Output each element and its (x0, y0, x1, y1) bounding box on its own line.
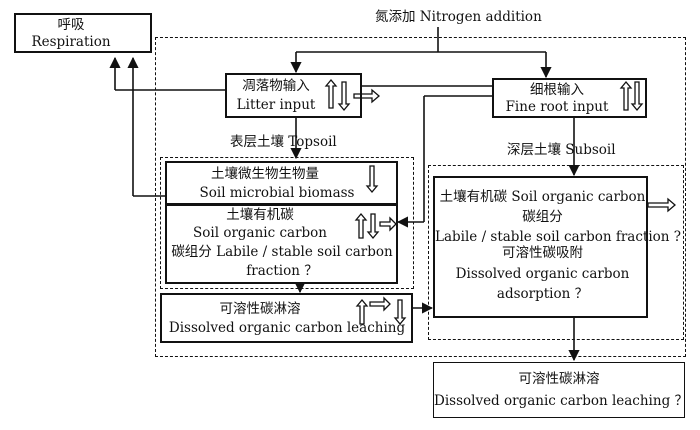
up-arrow-icon (354, 212, 368, 239)
subsoil-boundary (428, 165, 684, 340)
respiration-box: 呼吸 Respiration (14, 13, 152, 53)
right-arrow-icon (353, 88, 380, 104)
litter-input-en: Litter input (236, 97, 316, 113)
fine-root-input-box: 细根输入 Fine root input (492, 78, 647, 118)
subsoil-doc-adsorption-en: Dissolved organic carbon (455, 266, 630, 282)
litter-input-zh: 凋落物输入 (242, 78, 310, 94)
topsoil-soc-zh: 土壤有机碳 (226, 207, 294, 223)
up-arrow-icon (355, 298, 369, 325)
down-arrow-icon (393, 299, 407, 326)
topsoil-fraction-question: fraction ？ (246, 263, 318, 279)
topsoil-label: 表层土壤 Topsoil (230, 134, 337, 150)
microbial-biomass-box: 土壤微生物生物量 Soil microbial biomass (165, 161, 398, 205)
subsoil-carbon-fraction-en: Labile / stable soil carbon fraction ? (435, 229, 682, 245)
topsoil-boundary (160, 157, 414, 289)
litter-input-box: 凋落物输入 Litter input (225, 73, 362, 118)
topsoil-leaching-box: 可溶性碳淋溶 Dissolved organic carbon leaching (160, 293, 413, 343)
microbial-biomass-zh: 土壤微生物生物量 (211, 166, 319, 182)
nitrogen-treatment-boundary (155, 37, 686, 357)
subsoil-doc-adsorption-zh: 可溶性碳吸附 (502, 245, 583, 261)
subsoil-soc-box: 土壤有机碳 Soil organic carbon 碳组分 Labile / s… (433, 176, 681, 318)
subsoil-leaching-zh: 可溶性碳淋溶 (518, 371, 600, 387)
fine-root-input-en: Fine root input (505, 99, 609, 115)
topsoil-soc-en: Soil organic carbon (193, 225, 327, 241)
fine-root-input-zh: 细根输入 (530, 82, 584, 98)
nitrogen-addition-label: 氮添加 Nitrogen addition (375, 9, 542, 25)
down-arrow-icon (630, 81, 644, 112)
right-arrow-icon (369, 296, 391, 312)
subsoil-adsorption-question: adsorption ？ (496, 286, 589, 302)
subsoil-label: 深层土壤 Subsoil (507, 142, 616, 158)
subsoil-leaching-en: Dissolved organic carbon leaching ？ (434, 393, 689, 409)
up-arrow-icon (324, 78, 338, 109)
subsoil-carbon-fraction-zh: 碳组分 (522, 209, 563, 225)
microbial-biomass-en: Soil microbial biomass (199, 185, 355, 201)
up-arrow-icon (619, 80, 633, 111)
right-arrow-icon (647, 197, 676, 213)
down-arrow-icon (337, 81, 351, 112)
right-arrow-icon (379, 216, 397, 232)
topsoil-leaching-zh: 可溶性碳淋溶 (219, 301, 301, 317)
down-arrow-icon (365, 165, 379, 194)
respiration-zh: 呼吸 (57, 17, 85, 33)
topsoil-soc-box: 土壤有机碳 Soil organic carbon 碳组分 Labile / s… (165, 204, 398, 284)
down-arrow-icon (366, 213, 380, 240)
subsoil-soc-label: 土壤有机碳 Soil organic carbon (439, 189, 646, 205)
topsoil-carbon-fraction: 碳组分 Labile / stable soil carbon (171, 244, 393, 260)
topsoil-leaching-en: Dissolved organic carbon leaching (168, 320, 406, 336)
subsoil-leaching-box: 可溶性碳淋溶 Dissolved organic carbon leaching… (433, 362, 689, 418)
respiration-en: Respiration (31, 34, 111, 50)
